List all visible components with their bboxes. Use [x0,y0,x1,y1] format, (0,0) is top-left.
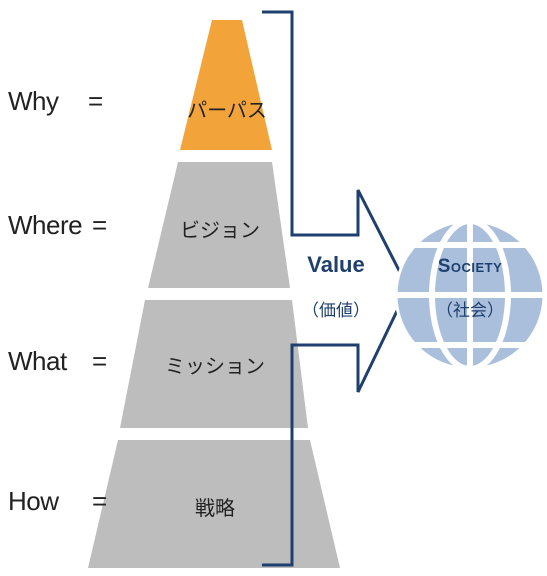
equals-what: = [92,346,108,376]
equals-how: = [92,486,108,516]
tier-how-shape [88,440,340,568]
value-subtitle: （価値） [302,301,370,321]
equals-why: = [88,86,104,116]
tier-what-shape [120,300,308,428]
value-title: Value [307,252,365,277]
tier-where-shape [148,162,290,288]
equals-where: = [92,210,108,240]
tier-where-label: ビジョン [180,218,260,242]
question-how: How [8,486,59,516]
globe-icon [394,219,546,371]
tier-why-label: パーパス [187,98,267,122]
tier-what-label: ミッション [165,354,265,378]
question-what: What [8,346,67,376]
tier-how-label: 戦略 [195,496,235,520]
society-title: Society [437,256,503,277]
question-why: Why [8,86,59,116]
society-subtitle: （社会） [436,301,504,321]
question-where: Where [8,210,83,240]
tier-why-shape [180,20,272,150]
